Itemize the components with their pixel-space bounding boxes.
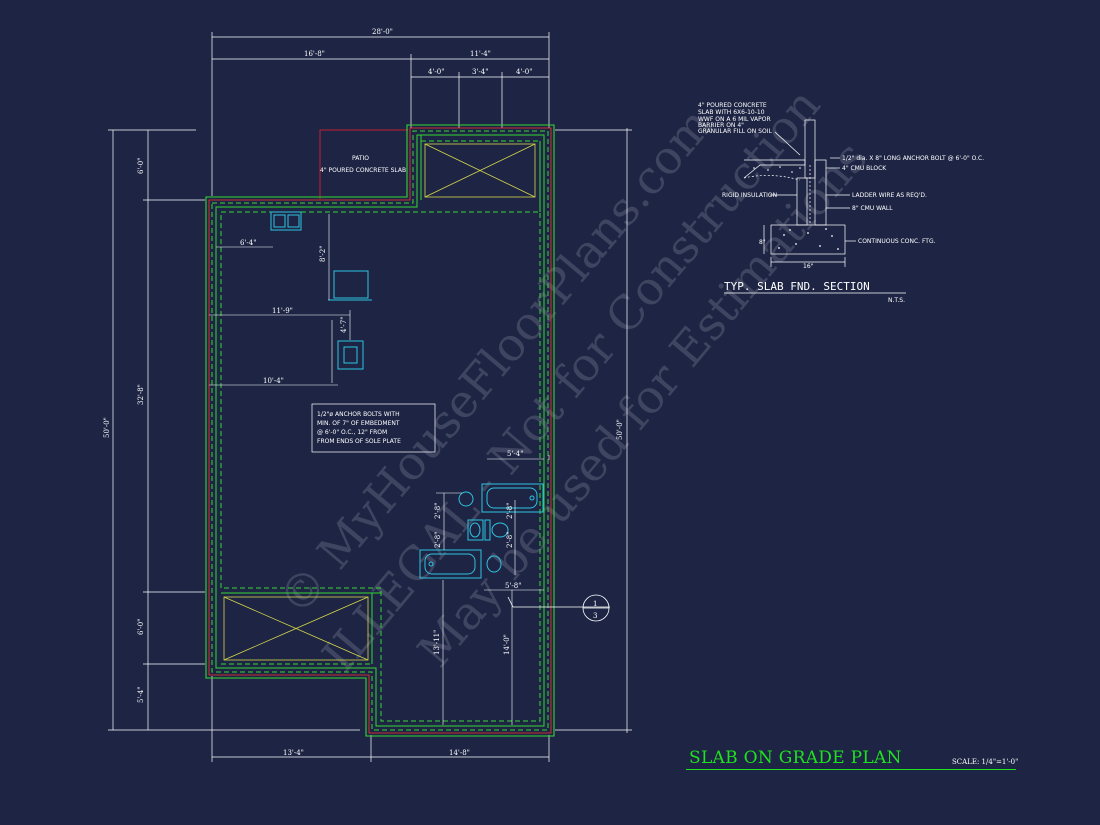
top-dimensions (211, 32, 550, 196)
section-label-cmu-wall: 8" CMU WALL (852, 205, 893, 212)
dim-heater-offset: 10'-4" (263, 377, 284, 385)
section-label-slab5: GRANULAR FILL ON SOIL (698, 128, 772, 135)
dim-left-lower: 6'-0" (137, 619, 145, 635)
watermark: © MyHouseFloorPlans.com ILLEGAL - Not fo… (268, 78, 878, 682)
patio-slab-label: 4" POURED CONCRETE SLAB (320, 167, 406, 174)
dim-bottom-left: 13'-4" (283, 749, 304, 757)
section-marker-number: 1 (593, 600, 597, 608)
slab-hatch (753, 166, 801, 173)
dim-plumbing-run-right: 14'-0" (503, 634, 511, 655)
anchor-note-line1: 1/2"ø ANCHOR BOLTS WITH (317, 411, 400, 418)
dim-top-right: 11'-4" (470, 50, 491, 58)
dim-left-middle: 32'-8" (137, 384, 145, 405)
dim-top-left: 16'-8" (304, 50, 325, 58)
page-title: SLAB ON GRADE PLAN (689, 748, 902, 768)
dim-top-seg2: 3'-4" (472, 68, 488, 76)
slab-section-detail (743, 119, 856, 267)
thickened-slab-top (424, 143, 536, 198)
section-label-slab2: SLAB WITH 6X6-10-10 (698, 109, 765, 116)
dim-bath-a: 2'-8" (434, 503, 442, 519)
bathtub-upper (481, 483, 544, 513)
dim-overall-width: 28'-0" (372, 28, 393, 36)
section-label-slab3: WWF ON A 6 MIL VAPOR (698, 116, 771, 123)
water-heater (337, 340, 364, 370)
laundry-box (328, 270, 372, 301)
section-label-ladder: LADDER WIRE AS REQ'D. (852, 192, 927, 199)
section-label-footing: CONTINUOUS CONC. FTG. (858, 238, 936, 245)
anchor-note-box (311, 403, 436, 453)
section-nts: N.T.S. (888, 297, 905, 304)
dim-laundry-offset: 11'-9" (272, 307, 293, 315)
kitchen-sink (270, 211, 302, 231)
dim-bottom-right: 14'-8" (449, 749, 470, 757)
section-label-slab1: 4" POURED CONCRETE (698, 102, 767, 109)
anchor-note-line2: MIN. OF 7" OF EMBEDMENT (317, 420, 400, 427)
toilet-upper (458, 491, 474, 507)
dim-right-overall: 50'-0" (616, 419, 624, 440)
section-label-anchor: 1/2" dia. X 8" LONG ANCHOR BOLT @ 6'-0" … (842, 155, 984, 162)
dim-left-top: 6'-0" (137, 158, 145, 174)
thickened-slab-bottom (223, 596, 369, 661)
section-label-slab4: BARRIER ON 4" (698, 122, 744, 129)
scale-label: SCALE: 1/4"=1'-0" (952, 758, 1019, 766)
lavatory-pair (467, 519, 509, 541)
toilet-lower (486, 555, 502, 573)
dim-top-seg3: 4'-0" (516, 68, 532, 76)
patio-outline (319, 129, 408, 199)
dim-bath-c: 2'-8" (506, 503, 514, 519)
anchor-note-line3: @ 6'-0" O.C., 12" FROM (317, 429, 387, 436)
patio-label: PATIO (352, 155, 369, 162)
dim-heater-gap: 4'-7" (340, 317, 348, 333)
dim-sink-offset: 6'-4" (240, 239, 256, 247)
dim-left-overall: 50'-0" (103, 417, 111, 438)
interior-dim-lines (209, 214, 550, 725)
section-label-depth: 8" (759, 239, 766, 246)
bottom-dimensions (211, 676, 550, 762)
dim-plumbing-run-left: 13'-11" (433, 630, 441, 655)
dim-bath-b: 2'-8" (434, 532, 442, 548)
section-cut-marker (507, 594, 610, 622)
section-label-cmu-block: 4" CMU BLOCK (842, 165, 887, 172)
section-title: TYP. SLAB FND. SECTION (724, 280, 870, 293)
footing-hatch (778, 228, 839, 250)
plumbing-fixtures (270, 211, 544, 579)
dim-bath-width: 5'-4" (507, 450, 523, 458)
bathtub-lower (419, 549, 482, 579)
dim-left-bottom: 5'-4" (137, 687, 145, 703)
foundation-walls (205, 124, 555, 737)
section-label-rigid: RIGID INSULATION (722, 192, 777, 199)
title-underline (686, 769, 1016, 770)
dim-top-seg1: 4'-0" (428, 68, 444, 76)
section-marker-sheet: 3 (593, 612, 597, 620)
dim-bath-d: 2'-8" (506, 532, 514, 548)
dim-bath-width-lower: 5'-8" (505, 582, 521, 590)
section-label-width: 16" (803, 263, 814, 270)
dim-laundry-depth: 8'-2" (319, 246, 327, 262)
anchor-note-line4: FROM ENDS OF SOLE PLATE (317, 438, 401, 445)
right-dimensions (555, 128, 632, 733)
left-dimensions (108, 129, 360, 731)
